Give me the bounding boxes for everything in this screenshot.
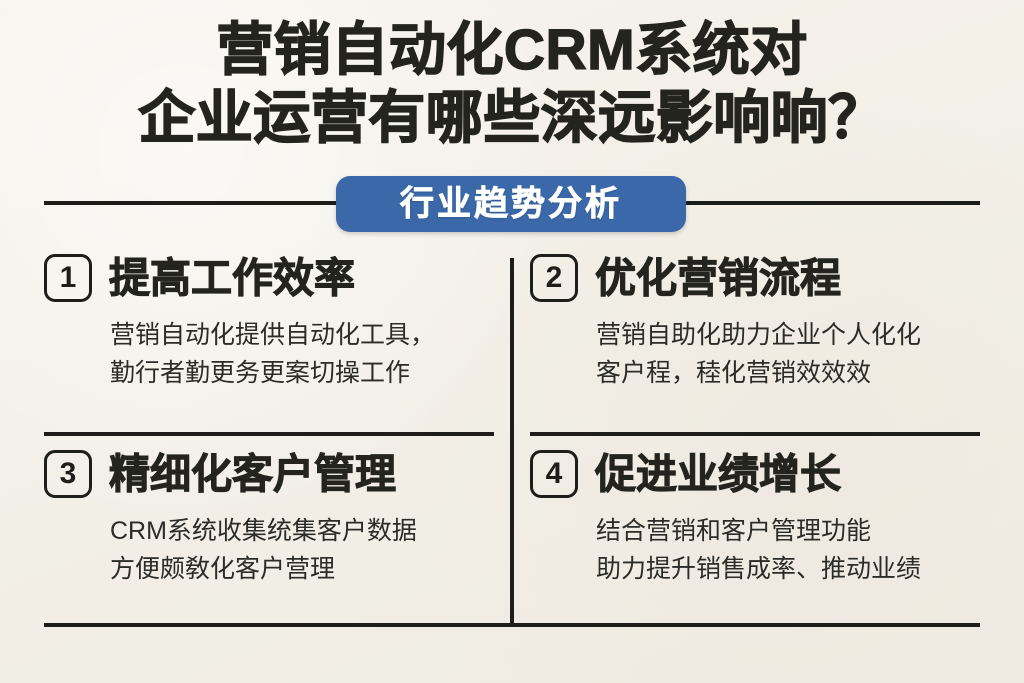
- item-body-line-2: 勤行者勤更务更案切操工作: [110, 359, 411, 387]
- section-badge: 行业趋势分析: [336, 176, 686, 232]
- item-body-line-1: 结合营销和客户管理功能: [596, 517, 872, 545]
- page-title-line-2: 企业运营有哪些深远影响晌？: [138, 85, 886, 150]
- list-item: 4 促进业绩增长 结合营销和客户管理功能 助力提升销售成率、推动业绩: [530, 448, 982, 588]
- divider-middle-left: [44, 432, 494, 436]
- page-title: 营销自动化CRM系统对 企业运营有哪些深远影响晌？: [0, 16, 1024, 152]
- item-number-badge: 1: [44, 254, 92, 302]
- section-badge-label: 行业趋势分析: [400, 185, 622, 223]
- item-body-line-2: 方便颇敎化客户营理: [110, 555, 336, 583]
- item-number-badge: 4: [530, 450, 578, 498]
- item-header: 4 促进业绩增长: [530, 448, 982, 500]
- item-number-badge: 2: [530, 254, 578, 302]
- item-body: 营销自助化助力企业个人化化 客户程，稑化营销效效效: [530, 316, 982, 392]
- item-header: 2 优化营销流程: [530, 252, 982, 304]
- item-body: CRM系统收集统集客户数据 方便颇敎化客户营理: [44, 512, 494, 588]
- item-body-line-1: 营销自动化提供自动化工具，: [110, 321, 436, 349]
- divider-bottom: [44, 623, 980, 627]
- item-body: 营销自动化提供自动化工具， 勤行者勤更务更案切操工作: [44, 316, 494, 392]
- divider-middle-right: [530, 432, 980, 436]
- item-title: 促进业绩增长: [595, 450, 842, 497]
- item-header: 1 提高工作效率: [44, 252, 494, 304]
- list-item: 2 优化营销流程 营销自助化助力企业个人化化 客户程，稑化营销效效效: [530, 252, 982, 392]
- page-title-line-1: 营销自动化CRM系统对: [216, 17, 808, 82]
- list-item: 3 精细化客户管理 CRM系统收集统集客户数据 方便颇敎化客户营理: [44, 448, 494, 588]
- item-body: 结合营销和客户管理功能 助力提升销售成率、推动业绩: [530, 512, 982, 588]
- item-title: 精细化客户管理: [109, 450, 397, 497]
- item-header: 3 精细化客户管理: [44, 448, 494, 500]
- item-title: 提高工作效率: [109, 254, 356, 301]
- item-body-line-2: 助力提升销售成率、推动业绩: [596, 555, 922, 583]
- item-body-line-1: 营销自助化助力企业个人化化: [596, 321, 922, 349]
- list-item: 1 提高工作效率 营销自动化提供自动化工具， 勤行者勤更务更案切操工作: [44, 252, 494, 392]
- item-number-badge: 3: [44, 450, 92, 498]
- item-body-line-1: CRM系统收集统集客户数据: [110, 517, 417, 545]
- item-title: 优化营销流程: [595, 254, 842, 301]
- item-body-line-2: 客户程，稑化营销效效效: [596, 359, 872, 387]
- divider-vertical: [510, 258, 514, 625]
